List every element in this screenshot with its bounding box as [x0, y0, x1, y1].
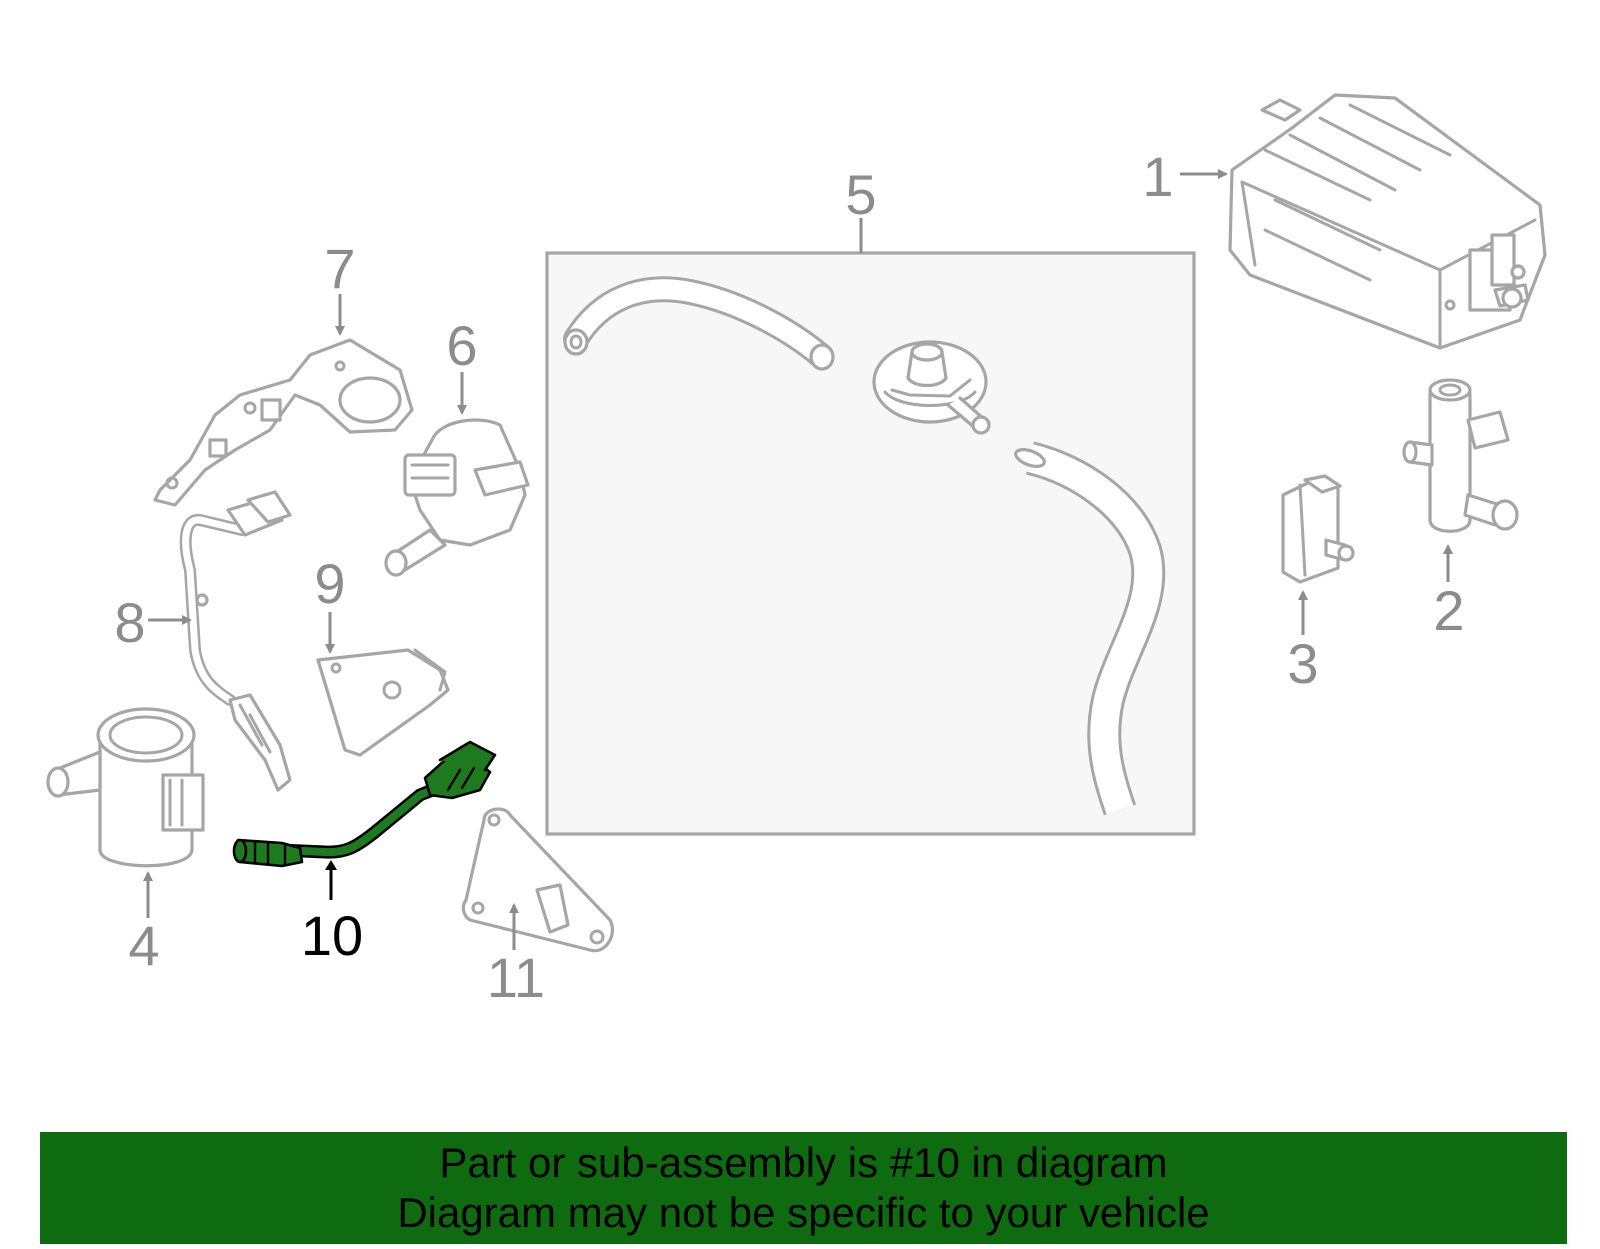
part-8-oxygen-sensor[interactable] — [148, 490, 292, 792]
callout-10: 10 — [301, 904, 363, 967]
part-9-bracket[interactable] — [316, 612, 450, 757]
callout-5: 5 — [845, 163, 876, 226]
callout-8: 8 — [114, 591, 145, 654]
callout-4: 4 — [128, 914, 159, 977]
callout-7: 7 — [324, 237, 355, 300]
part-3-sensor[interactable] — [1281, 474, 1355, 635]
part-1-evap-canister[interactable] — [1180, 93, 1547, 350]
part-6-vacuum-solenoid[interactable] — [384, 372, 530, 577]
callout-1: 1 — [1142, 145, 1173, 208]
callout-3: 3 — [1287, 632, 1318, 695]
part-7-bracket[interactable] — [153, 294, 414, 507]
part-11-bracket[interactable] — [461, 807, 614, 953]
part-4-filter[interactable] — [46, 707, 205, 918]
part-5-hose-kit[interactable] — [545, 218, 1196, 836]
part-2-purge-valve[interactable] — [1402, 378, 1519, 582]
callout-9: 9 — [314, 552, 345, 615]
info-banner: Part or sub-assembly is #10 in diagram D… — [40, 1132, 1567, 1244]
callout-11: 11 — [487, 946, 545, 1009]
banner-line-disclaimer: Diagram may not be specific to your vehi… — [397, 1189, 1210, 1236]
part-10-oxygen-sensor-highlighted[interactable] — [232, 740, 497, 900]
callout-2: 2 — [1433, 579, 1464, 642]
banner-line-part-number: Part or sub-assembly is #10 in diagram — [439, 1139, 1168, 1186]
callout-6: 6 — [446, 314, 477, 377]
